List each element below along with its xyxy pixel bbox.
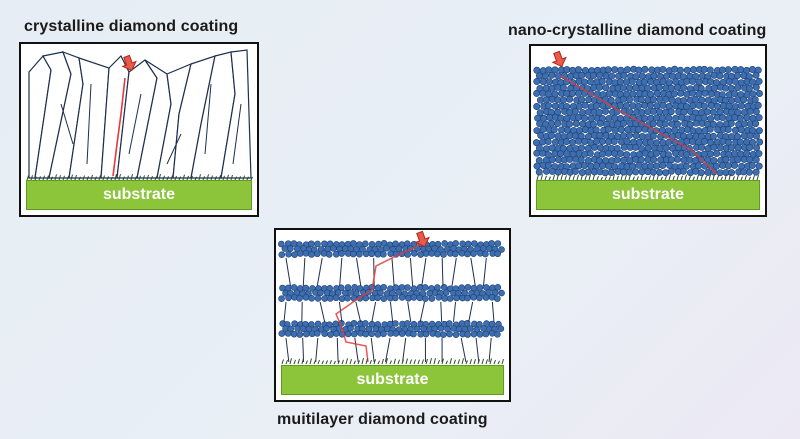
crystal-column-lines bbox=[285, 257, 487, 287]
multilayer-structure bbox=[278, 230, 505, 365]
interface-texture bbox=[536, 173, 759, 181]
nano-crystalline-panel: substrate bbox=[529, 44, 767, 217]
crystal-facet bbox=[60, 103, 74, 145]
nano-layer bbox=[278, 283, 505, 303]
nano-layer bbox=[278, 239, 505, 258]
down-arrow-icon bbox=[121, 54, 137, 72]
interface-texture bbox=[26, 173, 253, 181]
crystalline-substrate: substrate bbox=[26, 180, 252, 210]
nano-substrate: substrate bbox=[536, 180, 760, 210]
crystal-facet bbox=[128, 93, 142, 155]
crystalline-panel: substrate bbox=[19, 42, 259, 217]
crystal-facet bbox=[166, 133, 182, 165]
crystal-column-lines bbox=[285, 337, 492, 363]
crack-line bbox=[112, 77, 126, 177]
nano-crystalline-caption: nano-crystalline diamond coating bbox=[508, 22, 767, 39]
crystal-facet bbox=[232, 103, 242, 165]
down-arrow-icon bbox=[414, 230, 430, 248]
nano-layer bbox=[278, 319, 505, 338]
multilayer-substrate: substrate bbox=[281, 365, 504, 395]
down-arrow-icon bbox=[551, 50, 567, 68]
crystalline-structure bbox=[26, 49, 253, 181]
nano-grain-structure bbox=[532, 50, 764, 181]
crystal-column-lines bbox=[283, 301, 495, 323]
multilayer-caption: muitilayer diamond coating bbox=[277, 411, 488, 428]
crystalline-caption: crystalline diamond coating bbox=[24, 18, 239, 35]
interface-texture bbox=[281, 357, 504, 365]
multilayer-panel: substrate bbox=[274, 228, 511, 402]
crystal-facet bbox=[204, 83, 212, 155]
crack-line bbox=[560, 75, 718, 175]
nano-grain-field bbox=[532, 65, 764, 177]
crystal-facet bbox=[86, 83, 92, 165]
crack-line bbox=[335, 243, 423, 363]
